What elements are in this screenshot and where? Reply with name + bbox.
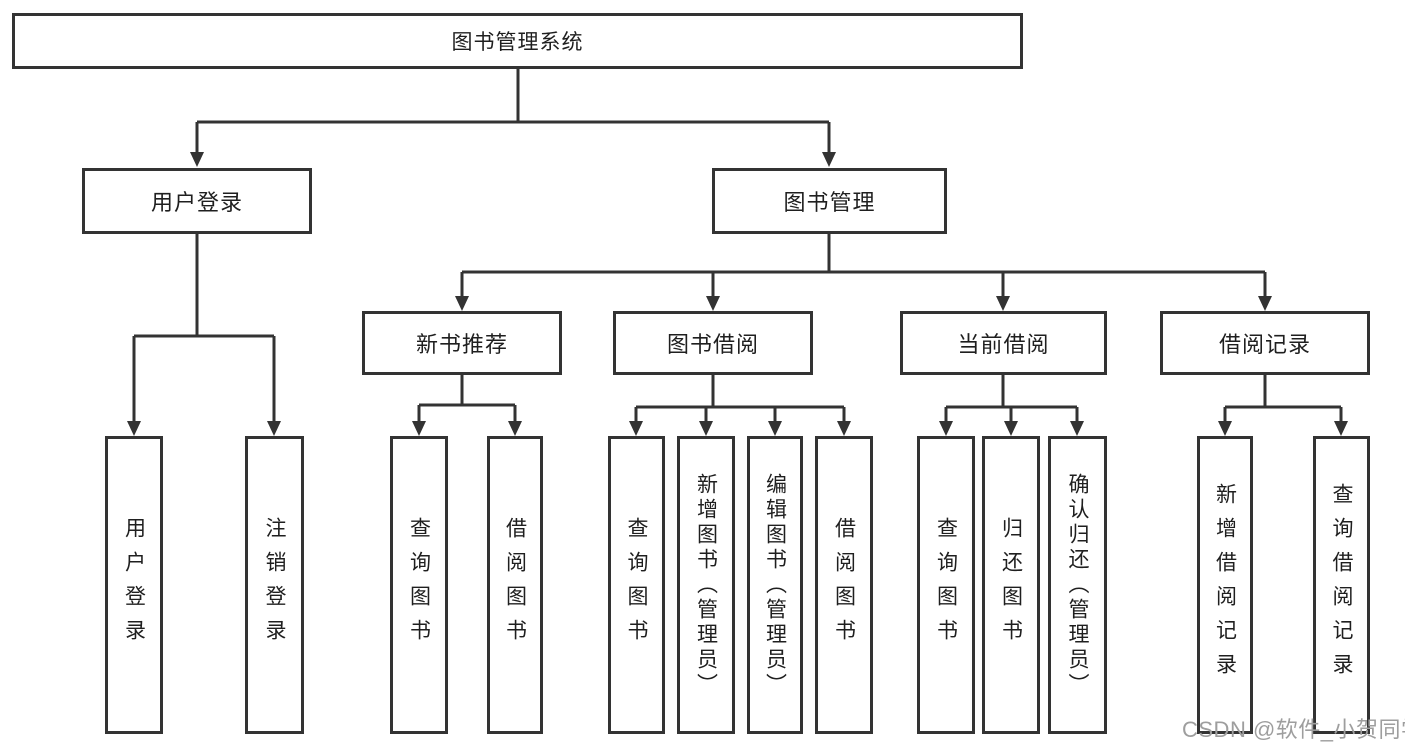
node-borrowing-records: 借阅记录 xyxy=(1160,311,1370,375)
leaf-label: 查询图书 xyxy=(934,517,958,653)
node-leaf-confirm-return-admin: 确认归还（管理员） xyxy=(1048,436,1107,734)
leaf-label: 新增借阅记录 xyxy=(1213,483,1237,687)
node-leaf-query-books-borrowing: 查询图书 xyxy=(608,436,665,734)
leaf-label: 查询图书 xyxy=(625,517,648,653)
leaf-label: 归还图书 xyxy=(999,517,1023,653)
node-book-borrowing: 图书借阅 xyxy=(613,311,813,375)
node-leaf-return-books: 归还图书 xyxy=(982,436,1040,734)
node-leaf-query-borrow-record: 查询借阅记录 xyxy=(1313,436,1370,734)
node-leaf-borrow-books-borrowing: 借阅图书 xyxy=(815,436,873,734)
node-leaf-query-books-recommend: 查询图书 xyxy=(390,436,448,734)
leaf-label: 借阅图书 xyxy=(503,517,527,653)
node-leaf-query-books-current: 查询图书 xyxy=(917,436,975,734)
node-library-system: 图书管理系统 xyxy=(12,13,1023,69)
leaf-label: 新增图书（管理员） xyxy=(694,472,718,698)
leaf-label: 查询图书 xyxy=(407,517,431,653)
node-leaf-edit-books-admin: 编辑图书（管理员） xyxy=(747,436,803,734)
node-current-borrowing: 当前借阅 xyxy=(900,311,1107,375)
node-leaf-add-borrow-record: 新增借阅记录 xyxy=(1197,436,1253,734)
node-leaf-add-books-admin: 新增图书（管理员） xyxy=(677,436,735,734)
leaf-label: 查询借阅记录 xyxy=(1330,483,1353,687)
node-leaf-logout: 注销登录 xyxy=(245,436,304,734)
leaf-label: 注销登录 xyxy=(263,517,286,653)
leaf-label: 编辑图书（管理员） xyxy=(763,472,787,698)
leaf-label: 借阅图书 xyxy=(832,517,856,653)
node-leaf-user-login: 用户登录 xyxy=(105,436,163,734)
node-user-login: 用户登录 xyxy=(82,168,312,234)
leaf-label: 用户登录 xyxy=(122,517,146,653)
node-book-management: 图书管理 xyxy=(712,168,947,234)
csdn-watermark: CSDN @软件_小贺同学 xyxy=(1182,717,1405,742)
node-new-book-recommend: 新书推荐 xyxy=(362,311,562,375)
leaf-label: 确认归还（管理员） xyxy=(1066,472,1089,698)
node-leaf-borrow-books-recommend: 借阅图书 xyxy=(487,436,543,734)
